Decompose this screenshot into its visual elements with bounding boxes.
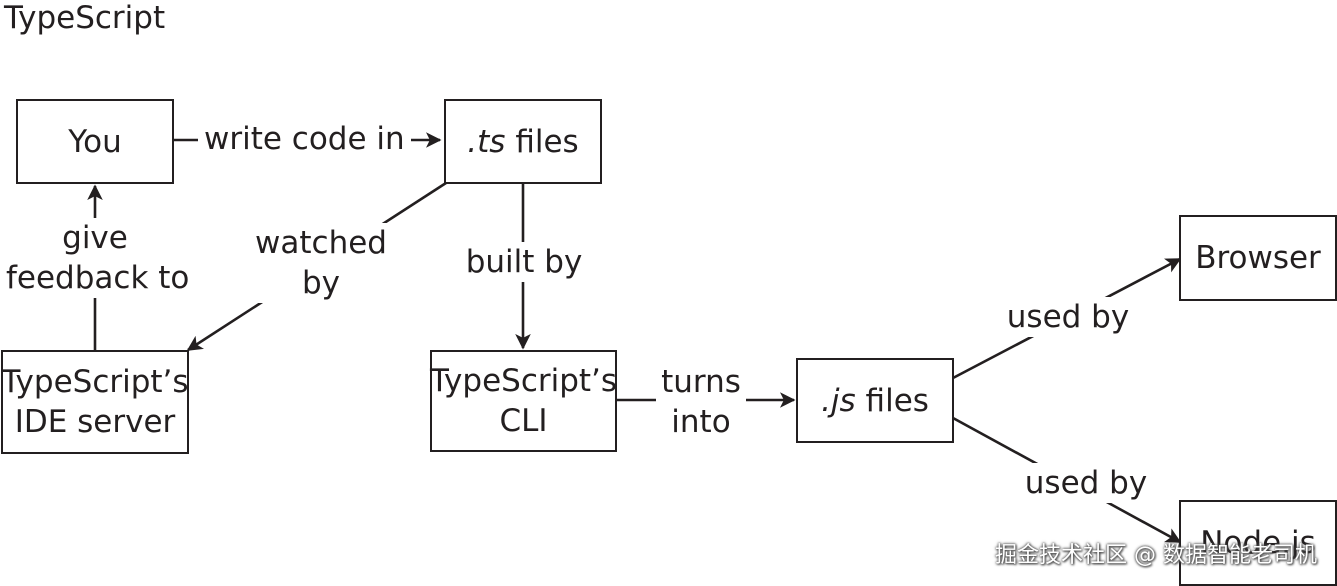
node-js-files: .js files bbox=[796, 358, 954, 443]
node-ide-server: TypeScript’s IDE server bbox=[1, 350, 189, 454]
node-ts-files: .ts files bbox=[444, 99, 602, 184]
edge-label-built-by: built by bbox=[463, 242, 585, 282]
node-browser: Browser bbox=[1179, 215, 1337, 301]
edge-label-turns-into: turns into bbox=[656, 362, 746, 442]
watermark: 掘金技术社区 @ 数据智能老司机 bbox=[995, 543, 1317, 568]
node-cli: TypeScript’s CLI bbox=[430, 350, 617, 452]
edge-label-watched-by: watched by bbox=[254, 223, 388, 303]
edge-label-write-code-in: write code in bbox=[198, 119, 411, 159]
edge-label-used-by-node: used by bbox=[1024, 463, 1148, 503]
diagram-title: TypeScript bbox=[4, 0, 166, 36]
edge-label-used-by-browser: used by bbox=[1006, 297, 1130, 337]
edge-label-give-feedback-to: give feedback to bbox=[6, 218, 190, 298]
node-you: You bbox=[16, 99, 174, 184]
node-nodejs: Node.js bbox=[1179, 500, 1337, 586]
